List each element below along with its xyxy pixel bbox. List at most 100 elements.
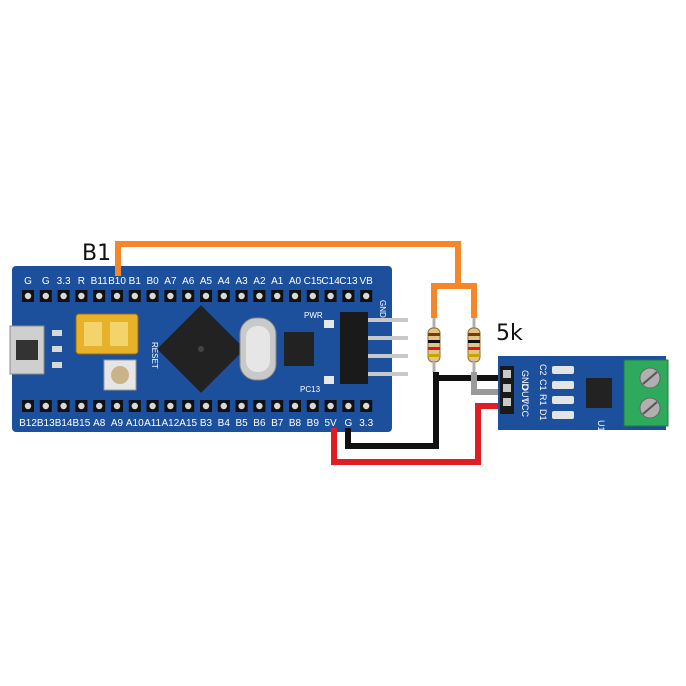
top-pin-label: A6 <box>182 276 195 287</box>
top-pin-hole <box>274 292 281 300</box>
black-wire <box>345 372 504 449</box>
bottom-pin-label: G <box>345 418 353 429</box>
bottom-pin-label: B7 <box>271 418 284 429</box>
module-ic <box>586 378 612 408</box>
bottom-pin-hole <box>363 402 370 410</box>
bottom-pin-hole <box>202 402 210 410</box>
top-pin-label: A3 <box>235 276 248 287</box>
module-pin <box>503 370 511 378</box>
top-pin-hole <box>345 292 352 300</box>
module-pin-label: VCC <box>520 398 530 418</box>
bottom-pin-hole <box>78 402 85 410</box>
smd-part <box>52 346 62 352</box>
component-label: C2 <box>538 364 548 376</box>
reset-label: RESET <box>150 342 159 369</box>
bottom-pin-hole <box>113 402 121 410</box>
bottom-pin-hole <box>291 402 299 410</box>
smd-component <box>552 411 574 419</box>
bottom-pin-hole <box>96 402 103 410</box>
ic-label: U1 <box>596 420 606 432</box>
red-wire <box>331 403 504 465</box>
top-pin-label: A4 <box>218 276 231 287</box>
bottom-pin-hole <box>274 402 281 410</box>
module-pin <box>503 398 511 406</box>
bottom-pin-hole <box>60 402 67 410</box>
top-pin-label: G <box>42 276 50 287</box>
top-pin-label: C13 <box>339 276 358 287</box>
top-pin-hole <box>291 292 299 300</box>
crystal <box>239 317 277 381</box>
top-pin-hole <box>202 292 210 300</box>
module-pin-label: OUT <box>520 384 530 404</box>
reset-button <box>103 359 137 391</box>
top-pin-hole <box>42 292 49 300</box>
bottom-pin-label: B4 <box>218 418 231 429</box>
orange-wire-branch <box>458 283 477 318</box>
bottom-pin-hole <box>238 402 245 410</box>
bottom-pin-label: B8 <box>289 418 302 429</box>
top-pin-hole <box>96 292 103 300</box>
bottom-pin-label: A10 <box>126 418 144 429</box>
bottom-pin-label: B13 <box>37 418 55 429</box>
top-pin-label: A1 <box>271 276 284 287</box>
regulator-ic <box>284 332 314 366</box>
top-pin-label: 3.3 <box>57 276 71 287</box>
top-pin-hole <box>309 292 316 300</box>
bottom-pin-label: B12 <box>19 418 37 429</box>
bottom-pin-label: B15 <box>73 418 91 429</box>
pwr-led <box>324 320 334 328</box>
swd-header <box>340 312 408 384</box>
bottom-header-pads <box>22 400 373 412</box>
smd-part <box>52 330 62 336</box>
top-pin-label: A7 <box>164 276 177 287</box>
bottom-pin-label: A11 <box>144 418 161 429</box>
bottom-pin-hole <box>149 402 156 410</box>
top-pin-hole <box>149 292 156 300</box>
top-pin-hole <box>24 292 32 300</box>
top-pin-hole <box>167 292 174 300</box>
top-pin-hole <box>185 292 192 300</box>
top-pin-hole <box>327 292 334 300</box>
bottom-pin-label: B9 <box>307 418 320 429</box>
bottom-pin-hole <box>345 402 352 410</box>
pc13-label: PC13 <box>300 385 321 394</box>
bottom-pin-label: B3 <box>200 418 213 429</box>
top-pin-label: C15 <box>304 276 323 287</box>
top-pin-label: A5 <box>200 276 213 287</box>
orange-wire <box>115 241 461 318</box>
mcu-chip <box>157 305 245 393</box>
component-label: R1 <box>538 394 548 406</box>
bottom-pin-hole <box>185 402 192 410</box>
bottom-pin-hole <box>327 402 334 410</box>
bottom-pin-hole <box>24 402 32 410</box>
resistor <box>467 318 481 372</box>
component-label: D1 <box>538 409 548 421</box>
component-label: C1 <box>538 379 548 391</box>
gray-wire <box>471 372 504 395</box>
bottom-pin-hole <box>42 402 49 410</box>
top-pin-label: C14 <box>321 276 340 287</box>
bottom-pin-label: A15 <box>179 418 197 429</box>
top-header-pads <box>22 290 373 302</box>
top-pin-label: A0 <box>289 276 302 287</box>
top-pin-hole <box>220 292 227 300</box>
top-pin-hole <box>238 292 245 300</box>
top-pin-hole <box>363 292 370 300</box>
top-pin-hole <box>256 292 263 300</box>
gnd-label: GND <box>378 300 387 318</box>
module-pin-label: GND <box>520 370 530 391</box>
top-pin-label: B11 <box>91 276 108 287</box>
screw-terminal <box>623 359 669 427</box>
smd-part <box>52 362 62 368</box>
bottom-pin-hole <box>220 402 227 410</box>
top-pin-label: R <box>78 276 85 287</box>
smd-component <box>552 366 574 374</box>
pc13-led <box>324 376 334 384</box>
top-pin-label: B0 <box>146 276 159 287</box>
